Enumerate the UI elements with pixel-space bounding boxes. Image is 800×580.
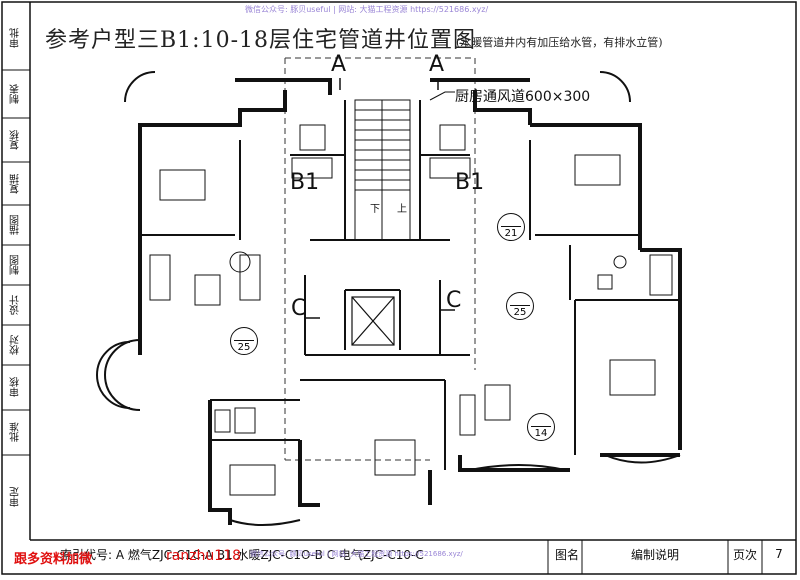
drawing-title: 参考户型三B1:10-18层住宅管道井位置图 bbox=[45, 28, 476, 53]
duct-leader bbox=[429, 91, 455, 101]
kitchen-fixtures bbox=[291, 124, 471, 179]
duct-label: 厨房通风道600×300 bbox=[455, 89, 591, 105]
section-lines bbox=[305, 78, 455, 319]
room-marker: 25 bbox=[230, 327, 258, 355]
side-label: 复描 bbox=[10, 174, 22, 194]
promo-text-right: ranzhu118 bbox=[166, 548, 242, 564]
beds bbox=[159, 154, 656, 476]
stair-up-label: 上 bbox=[397, 204, 407, 215]
furniture bbox=[149, 251, 511, 496]
footer-index: 索引代号: A 燃气ZJC-C1C-A B1 水暖ZJC-C1O-B C 电气Z… bbox=[60, 547, 424, 562]
section-mark-c-left: C bbox=[291, 296, 307, 321]
elevator-shaft bbox=[351, 296, 395, 346]
side-column-dividers bbox=[2, 69, 30, 456]
side-label: 校对 bbox=[10, 335, 22, 355]
section-mark-a-right: A bbox=[429, 52, 445, 77]
footer-drawing-name-label: 图名 bbox=[554, 547, 579, 562]
side-label: 描图 bbox=[10, 215, 22, 235]
room-marker: 25 bbox=[506, 292, 534, 320]
promo-text-left: 跟多资料加微 bbox=[14, 552, 93, 567]
shaft-label-b1-left: B1 bbox=[290, 170, 320, 195]
core-dashed-outline bbox=[284, 57, 476, 461]
stair-down-label: 下 bbox=[370, 204, 380, 215]
exterior-walls bbox=[138, 78, 682, 525]
drawing-note: (水暖管道井内有加压给水管，有排水立管) bbox=[456, 36, 663, 49]
side-label: 复核 bbox=[10, 130, 22, 150]
room-marker: 21 bbox=[497, 213, 525, 241]
room-marker: 14 bbox=[527, 413, 555, 441]
bathroom-fixtures bbox=[214, 254, 673, 433]
side-label: 制表 bbox=[10, 84, 22, 104]
watermark-top: 微信公众号: 豚贝useful | 网站: 大猫工程资源 https://521… bbox=[245, 5, 489, 14]
side-label: 审定 bbox=[10, 487, 22, 507]
section-mark-c-right: C bbox=[446, 288, 462, 313]
stair-treads bbox=[354, 99, 411, 241]
side-label: 设计 bbox=[10, 295, 22, 315]
section-mark-a-left: A bbox=[331, 52, 347, 77]
watermark-bottom: 微信公众号: 豚贝useful | 网站: 大猫工程资源 https://521… bbox=[250, 550, 463, 558]
side-label: 审核 bbox=[10, 377, 22, 397]
side-label: 审批 bbox=[10, 28, 22, 48]
bay-windows bbox=[96, 71, 681, 526]
footer-page-label: 页次 bbox=[732, 547, 757, 562]
footer-cells bbox=[547, 540, 763, 574]
footer-page-number: 7 bbox=[775, 547, 783, 561]
shaft-label-b1-right: B1 bbox=[455, 170, 485, 195]
footer-drawing-name: 编制说明 bbox=[630, 547, 679, 562]
interior-walls bbox=[140, 100, 680, 470]
side-label: 制图 bbox=[10, 255, 22, 275]
side-label: 批准 bbox=[10, 422, 22, 442]
